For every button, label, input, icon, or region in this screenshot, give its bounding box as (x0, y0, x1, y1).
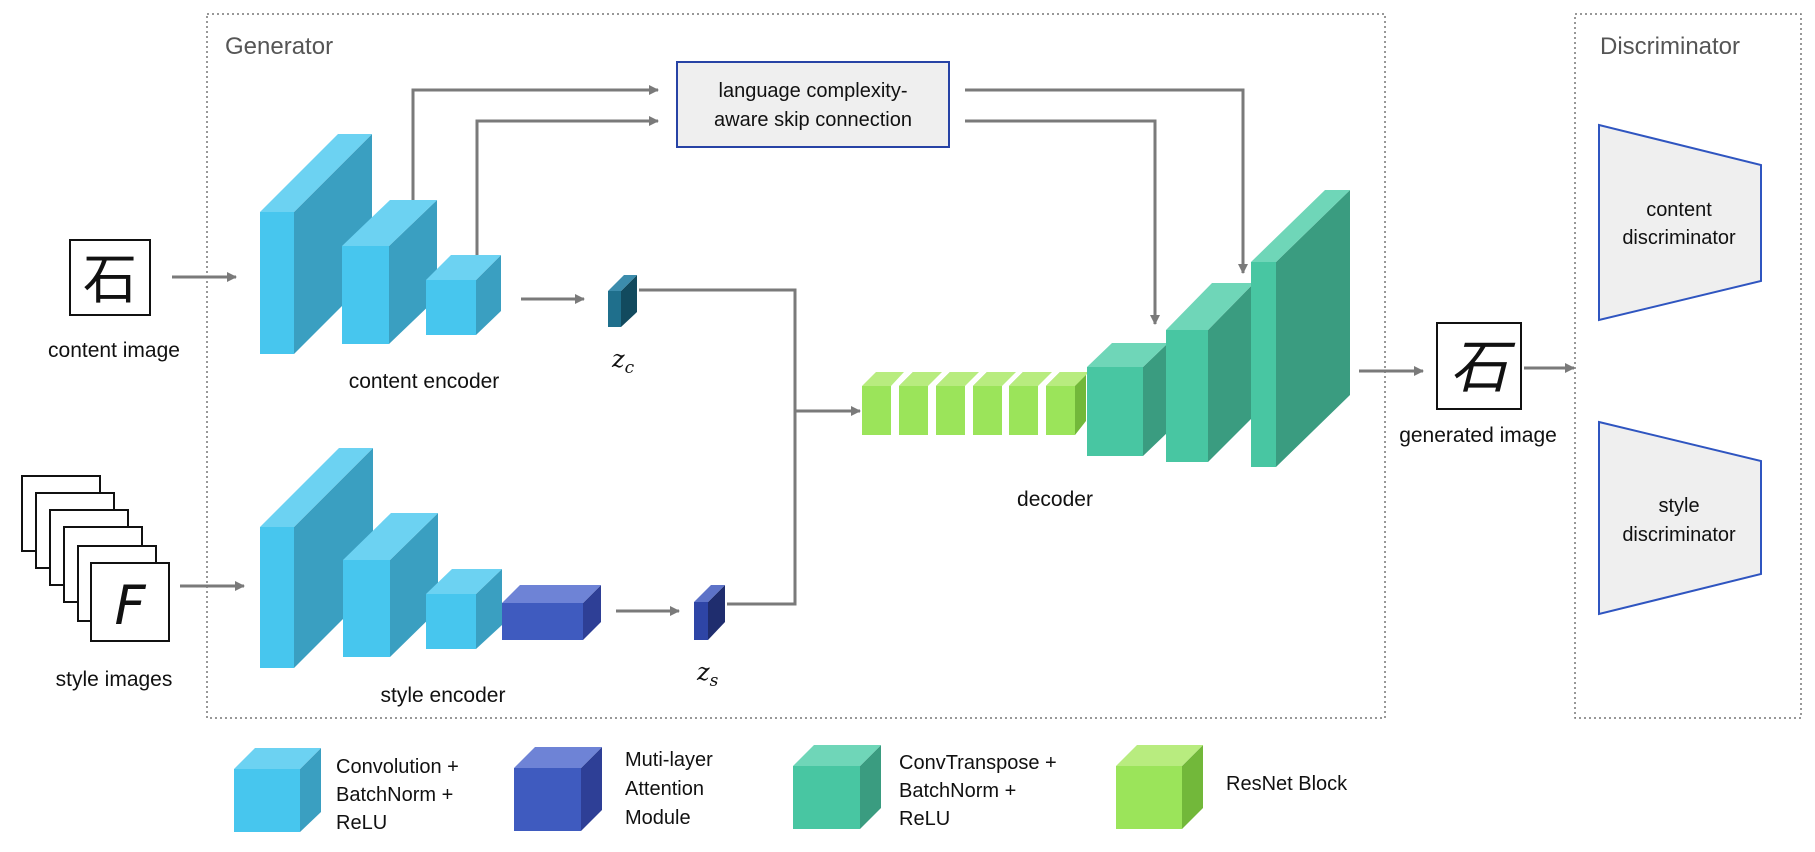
resnet-block (1046, 372, 1089, 435)
content-encoder-block-3 (426, 255, 501, 335)
content-image: 石 (69, 239, 151, 316)
style-discriminator-line2: discriminator (1622, 524, 1736, 546)
style-image-glyph: F (114, 574, 146, 637)
svg-text:zc: zc (611, 345, 635, 378)
style-encoder-label: style encoder (381, 684, 506, 707)
legend-conv-line1: Convolution + (336, 756, 459, 778)
style-images-stack: F (21, 475, 170, 642)
attention-module-block (502, 585, 601, 640)
resnet-block (1009, 372, 1052, 435)
discriminator-title: Discriminator (1600, 33, 1740, 60)
convtranspose-block-3 (1251, 190, 1350, 467)
legend-conv-line2: BatchNorm + (336, 784, 453, 806)
skip-connection-line2: aware skip connection (714, 109, 912, 131)
style-images-label: style images (56, 668, 173, 691)
style-encoder-block-3 (426, 569, 502, 649)
content-discriminator-line2: discriminator (1622, 227, 1736, 249)
style-encoder (260, 448, 601, 668)
zc-label: zc (611, 345, 635, 378)
style-discriminator: style discriminator (1598, 420, 1762, 616)
content-discriminator-line1: content (1646, 199, 1712, 221)
content-image-glyph: 石 (83, 248, 137, 311)
arrow-zs-to-decoder (727, 411, 797, 606)
content-encoder-label: content encoder (349, 370, 500, 393)
legend-attention-line3: Module (625, 807, 691, 829)
generator-title: Generator (225, 33, 333, 60)
skip-connection-box (676, 61, 950, 148)
arrow-skip-to-decoder-2 (965, 119, 1160, 325)
convtranspose-block-2 (1166, 283, 1254, 462)
style-encoder-block-1 (260, 448, 373, 668)
legend-convtranspose-line1: ConvTranspose + (899, 752, 1057, 774)
connection-arrows (172, 85, 1575, 616)
legend-conv-line3: ReLU (336, 812, 387, 834)
content-encoder-block-2 (342, 200, 437, 344)
skip-connection-line1: language complexity- (719, 80, 908, 102)
style-discriminator-line1: style (1658, 495, 1699, 517)
legend: Convolution + BatchNorm + ReLU Muti-laye… (234, 745, 1348, 834)
arrow-skip-from-encoder-1 (411, 85, 659, 200)
zs-latent-block (694, 585, 725, 640)
arrow-zc-to-decoder (639, 288, 861, 416)
arrow-skip-from-encoder-2 (475, 116, 659, 255)
decoder-label: decoder (1017, 488, 1093, 511)
legend-resnet-line1: ResNet Block (1226, 773, 1348, 795)
legend-attention-line2: Attention (625, 778, 704, 800)
legend-convtranspose-line2: BatchNorm + (899, 780, 1016, 802)
content-discriminator: content discriminator (1598, 123, 1762, 322)
generated-image-label: generated image (1399, 424, 1557, 447)
legend-item-convtranspose: ConvTranspose + BatchNorm + ReLU (793, 745, 1057, 830)
svg-text:zs: zs (696, 658, 719, 691)
convtranspose-block-1 (1087, 343, 1168, 456)
content-encoder-block-1 (260, 134, 372, 354)
legend-item-resnet: ResNet Block (1116, 745, 1348, 829)
generated-image: 石 (1436, 322, 1522, 410)
decoder-convtranspose-blocks (1087, 190, 1350, 467)
content-encoder (260, 134, 501, 354)
legend-attention-line1: Muti-layer (625, 749, 713, 771)
zs-label: zs (696, 658, 719, 691)
content-image-label: content image (48, 339, 180, 362)
resnet-block (973, 372, 1016, 435)
legend-item-attention: Muti-layer Attention Module (514, 747, 713, 831)
legend-convtranspose-line3: ReLU (899, 808, 950, 830)
resnet-block (862, 372, 904, 435)
resnet-block (899, 372, 942, 435)
arrow-skip-to-decoder-1 (965, 88, 1248, 274)
zc-latent-block (608, 275, 637, 327)
generated-image-glyph: 石 (1450, 333, 1516, 401)
resnet-block (936, 372, 979, 435)
generator-frame (206, 13, 1386, 719)
decoder-resnet-blocks (862, 372, 1089, 435)
legend-item-conv: Convolution + BatchNorm + ReLU (234, 748, 459, 834)
